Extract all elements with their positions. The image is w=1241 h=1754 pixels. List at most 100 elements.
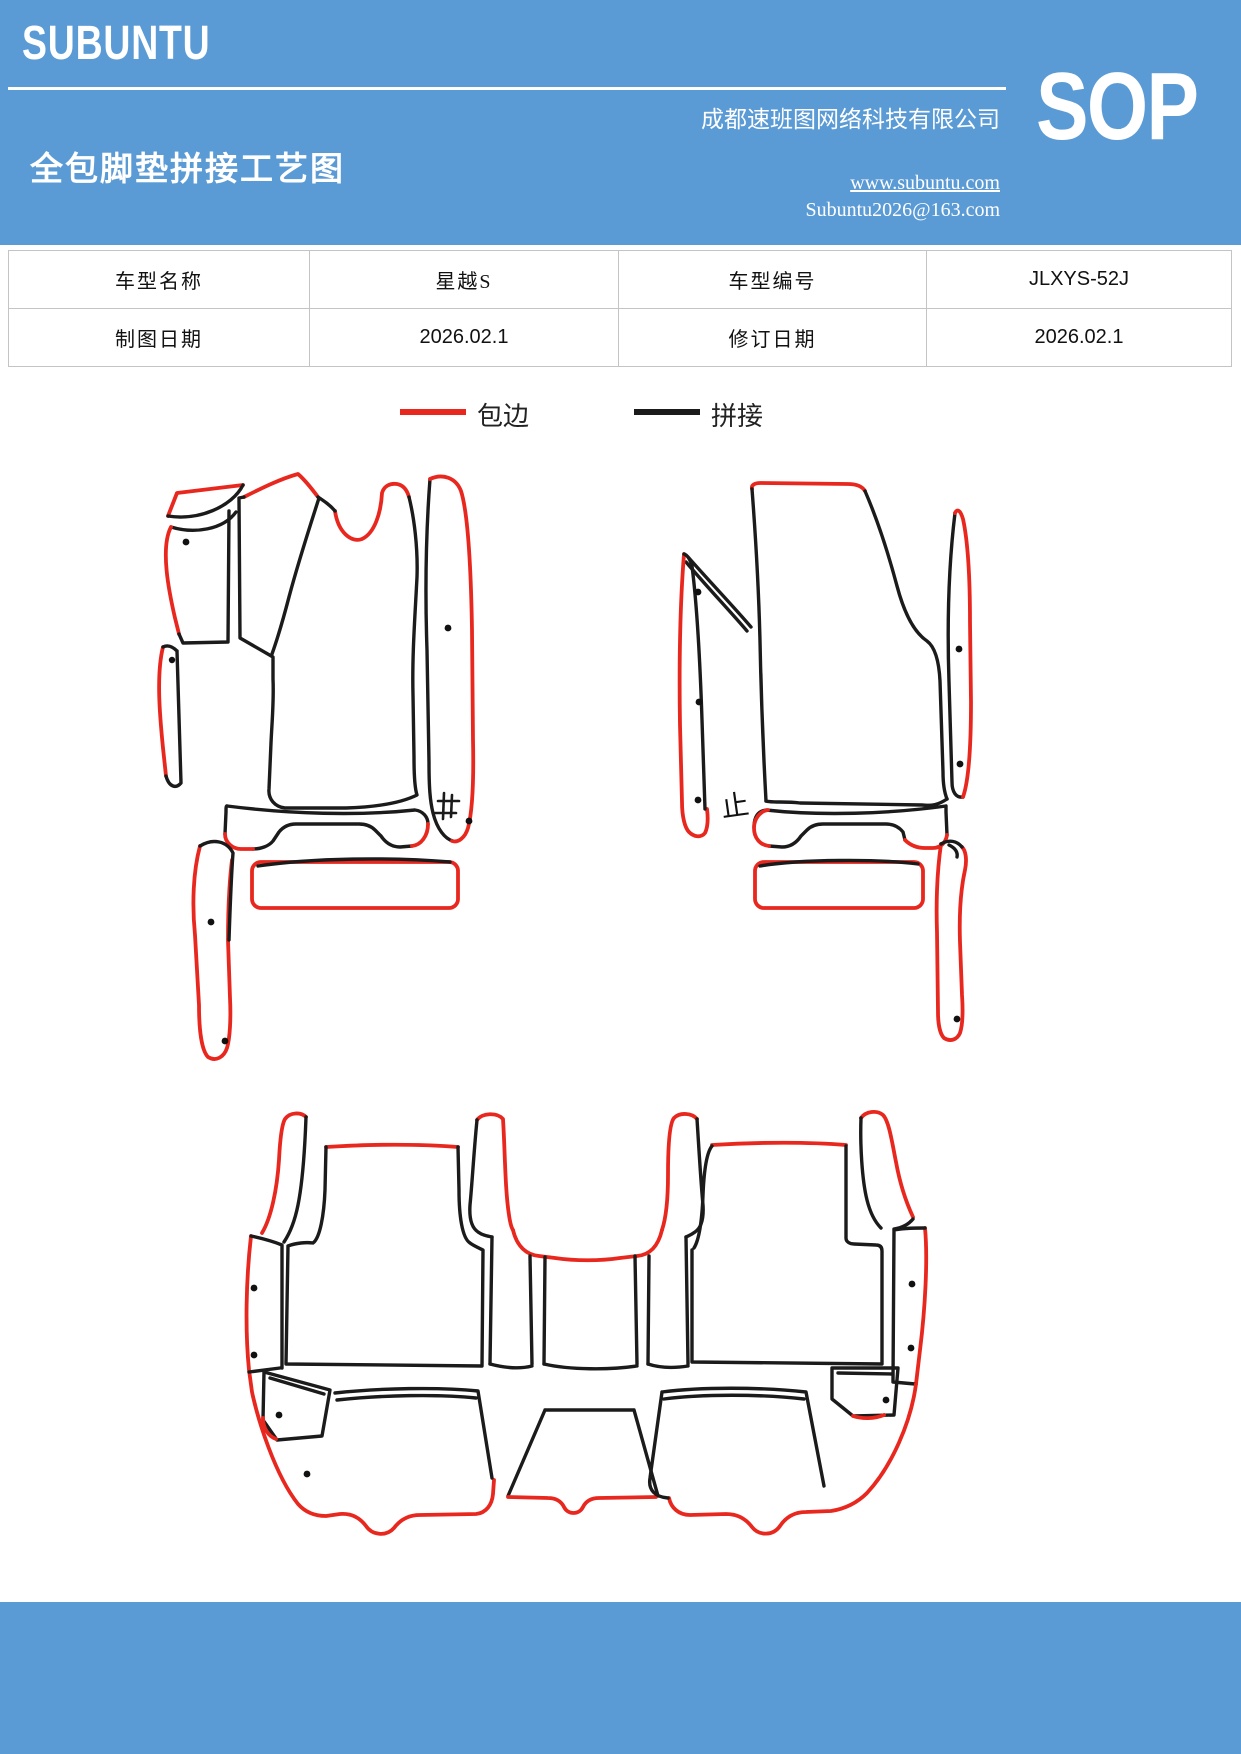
- value-revise-date: 2026.02.1: [927, 309, 1232, 367]
- stitch-seam: [488, 1235, 690, 1366]
- brand-logo: SUBUNTU: [22, 17, 211, 70]
- stitch-seam: [764, 797, 949, 808]
- stitch-seam: [682, 552, 707, 811]
- binding-edge: [859, 1110, 915, 1219]
- footer-band: 成都速班图网络科技有限公司 www.subuntu.com: [0, 1602, 1241, 1754]
- header-band: SUBUNTU SOP 成都速班图网络科技有限公司 全包脚垫拼接工艺图 www.…: [0, 0, 1241, 245]
- binding-edge: [244, 1234, 496, 1536]
- value-model-name: 星越S: [310, 251, 619, 309]
- driver-mat-diagram: [157, 472, 476, 1061]
- alignment-dot: [168, 656, 176, 664]
- stitch-seam: [316, 495, 337, 513]
- stitch-seam: [198, 839, 235, 942]
- stitch-seam: [750, 487, 768, 803]
- stitch-seam: [647, 1386, 826, 1500]
- binding-edge: [660, 1112, 699, 1232]
- label-model-name: 车型名称: [9, 251, 310, 309]
- stitch-seam: [758, 858, 920, 868]
- stitch-seam: [468, 1118, 494, 1239]
- value-draw-date: 2026.02.1: [310, 309, 619, 367]
- binding-edge: [914, 1226, 929, 1386]
- stitch-seam: [247, 1234, 284, 1374]
- stitch-seam: [177, 509, 231, 645]
- stitch-seam: [284, 1145, 485, 1368]
- binding-edge: [710, 1140, 848, 1147]
- stitch-seam: [256, 857, 452, 868]
- binding-edge: [410, 822, 430, 848]
- binding-edge: [260, 1111, 308, 1235]
- binding-edge: [324, 1142, 460, 1149]
- binding-edge: [157, 645, 168, 778]
- rear-mat-diagram: [244, 1110, 929, 1536]
- sop-badge: SOP: [1036, 53, 1199, 160]
- alignment-dot: [955, 645, 963, 653]
- stitch-seam: [333, 1386, 494, 1480]
- binding-edge: [242, 472, 320, 499]
- header-website-link[interactable]: www.subuntu.com: [850, 172, 1000, 194]
- binding-edge: [333, 481, 411, 542]
- stitch-seam: [946, 511, 965, 799]
- label-draw-date: 制图日期: [9, 309, 310, 367]
- binding-edge: [953, 508, 973, 799]
- stitch-seam: [939, 839, 964, 849]
- alignment-dot: [908, 1280, 916, 1288]
- alignment-dot: [444, 624, 452, 632]
- binding-edge: [752, 808, 771, 848]
- alignment-dot: [207, 918, 215, 926]
- stitch-seam: [282, 1115, 308, 1244]
- binding-edge: [191, 844, 234, 1061]
- alignment-dot: [275, 1411, 283, 1419]
- header-divider-line: [8, 87, 1006, 90]
- stitch-seam: [863, 489, 949, 801]
- label-revise-date: 修订日期: [619, 309, 927, 367]
- alignment-dot: [250, 1351, 258, 1359]
- binding-edge: [163, 525, 181, 636]
- alignment-dot: [465, 817, 473, 825]
- stitch-seam: [261, 1370, 332, 1442]
- stitch-seam: [166, 483, 245, 519]
- binding-edge: [166, 483, 245, 518]
- binding-legend-label: 包边: [477, 402, 530, 431]
- binding-edge: [753, 860, 925, 910]
- alignment-dot: [250, 1284, 258, 1292]
- stitch-seam: [270, 496, 321, 656]
- stitch-seam: [859, 1116, 915, 1231]
- stitch-legend-label: 拼接: [711, 402, 764, 431]
- stop-mark: 止: [719, 789, 751, 825]
- stitch-seam: [488, 1362, 690, 1371]
- binding-edge: [506, 1495, 658, 1515]
- binding-edge: [261, 1416, 278, 1441]
- stitch-seam: [752, 804, 959, 859]
- alignment-dot: [695, 698, 703, 706]
- stitch-seam: [424, 477, 455, 843]
- stitch-seam: [506, 1408, 660, 1498]
- binding-edge: [223, 832, 255, 851]
- binding-legend-swatch: [400, 409, 466, 415]
- alignment-dot: [694, 588, 702, 596]
- header-company-name: 成都速班图网络科技有限公司: [701, 107, 1000, 132]
- binding-edge: [475, 1112, 515, 1232]
- alignment-dot: [694, 796, 702, 804]
- label-model-code: 车型编号: [619, 251, 927, 309]
- binding-edge: [749, 481, 867, 493]
- stitch-legend-swatch: [634, 409, 700, 415]
- alignment-dot: [953, 1015, 961, 1023]
- header-email[interactable]: Subuntu2026@163.com: [805, 199, 1000, 221]
- alignment-dot: [221, 1037, 229, 1045]
- stitch-seam: [169, 510, 238, 532]
- registration-mark: [433, 791, 461, 821]
- binding-edge: [250, 860, 460, 910]
- binding-edge: [934, 842, 968, 1042]
- value-model-code: JLXYS-52J: [927, 251, 1232, 309]
- alignment-dot: [882, 1396, 890, 1404]
- alignment-dot: [182, 538, 190, 546]
- binding-edge: [428, 474, 476, 844]
- stitch-seam: [223, 804, 430, 851]
- stitch-seam: [690, 1144, 884, 1366]
- page-title: 全包脚垫拼接工艺图: [30, 150, 345, 187]
- vehicle-info-table: 车型名称 星越S 车型编号 JLXYS-52J 制图日期 2026.02.1 修…: [8, 250, 1232, 367]
- passenger-mat-diagram: 止: [677, 481, 973, 1042]
- alignment-dot: [907, 1344, 915, 1352]
